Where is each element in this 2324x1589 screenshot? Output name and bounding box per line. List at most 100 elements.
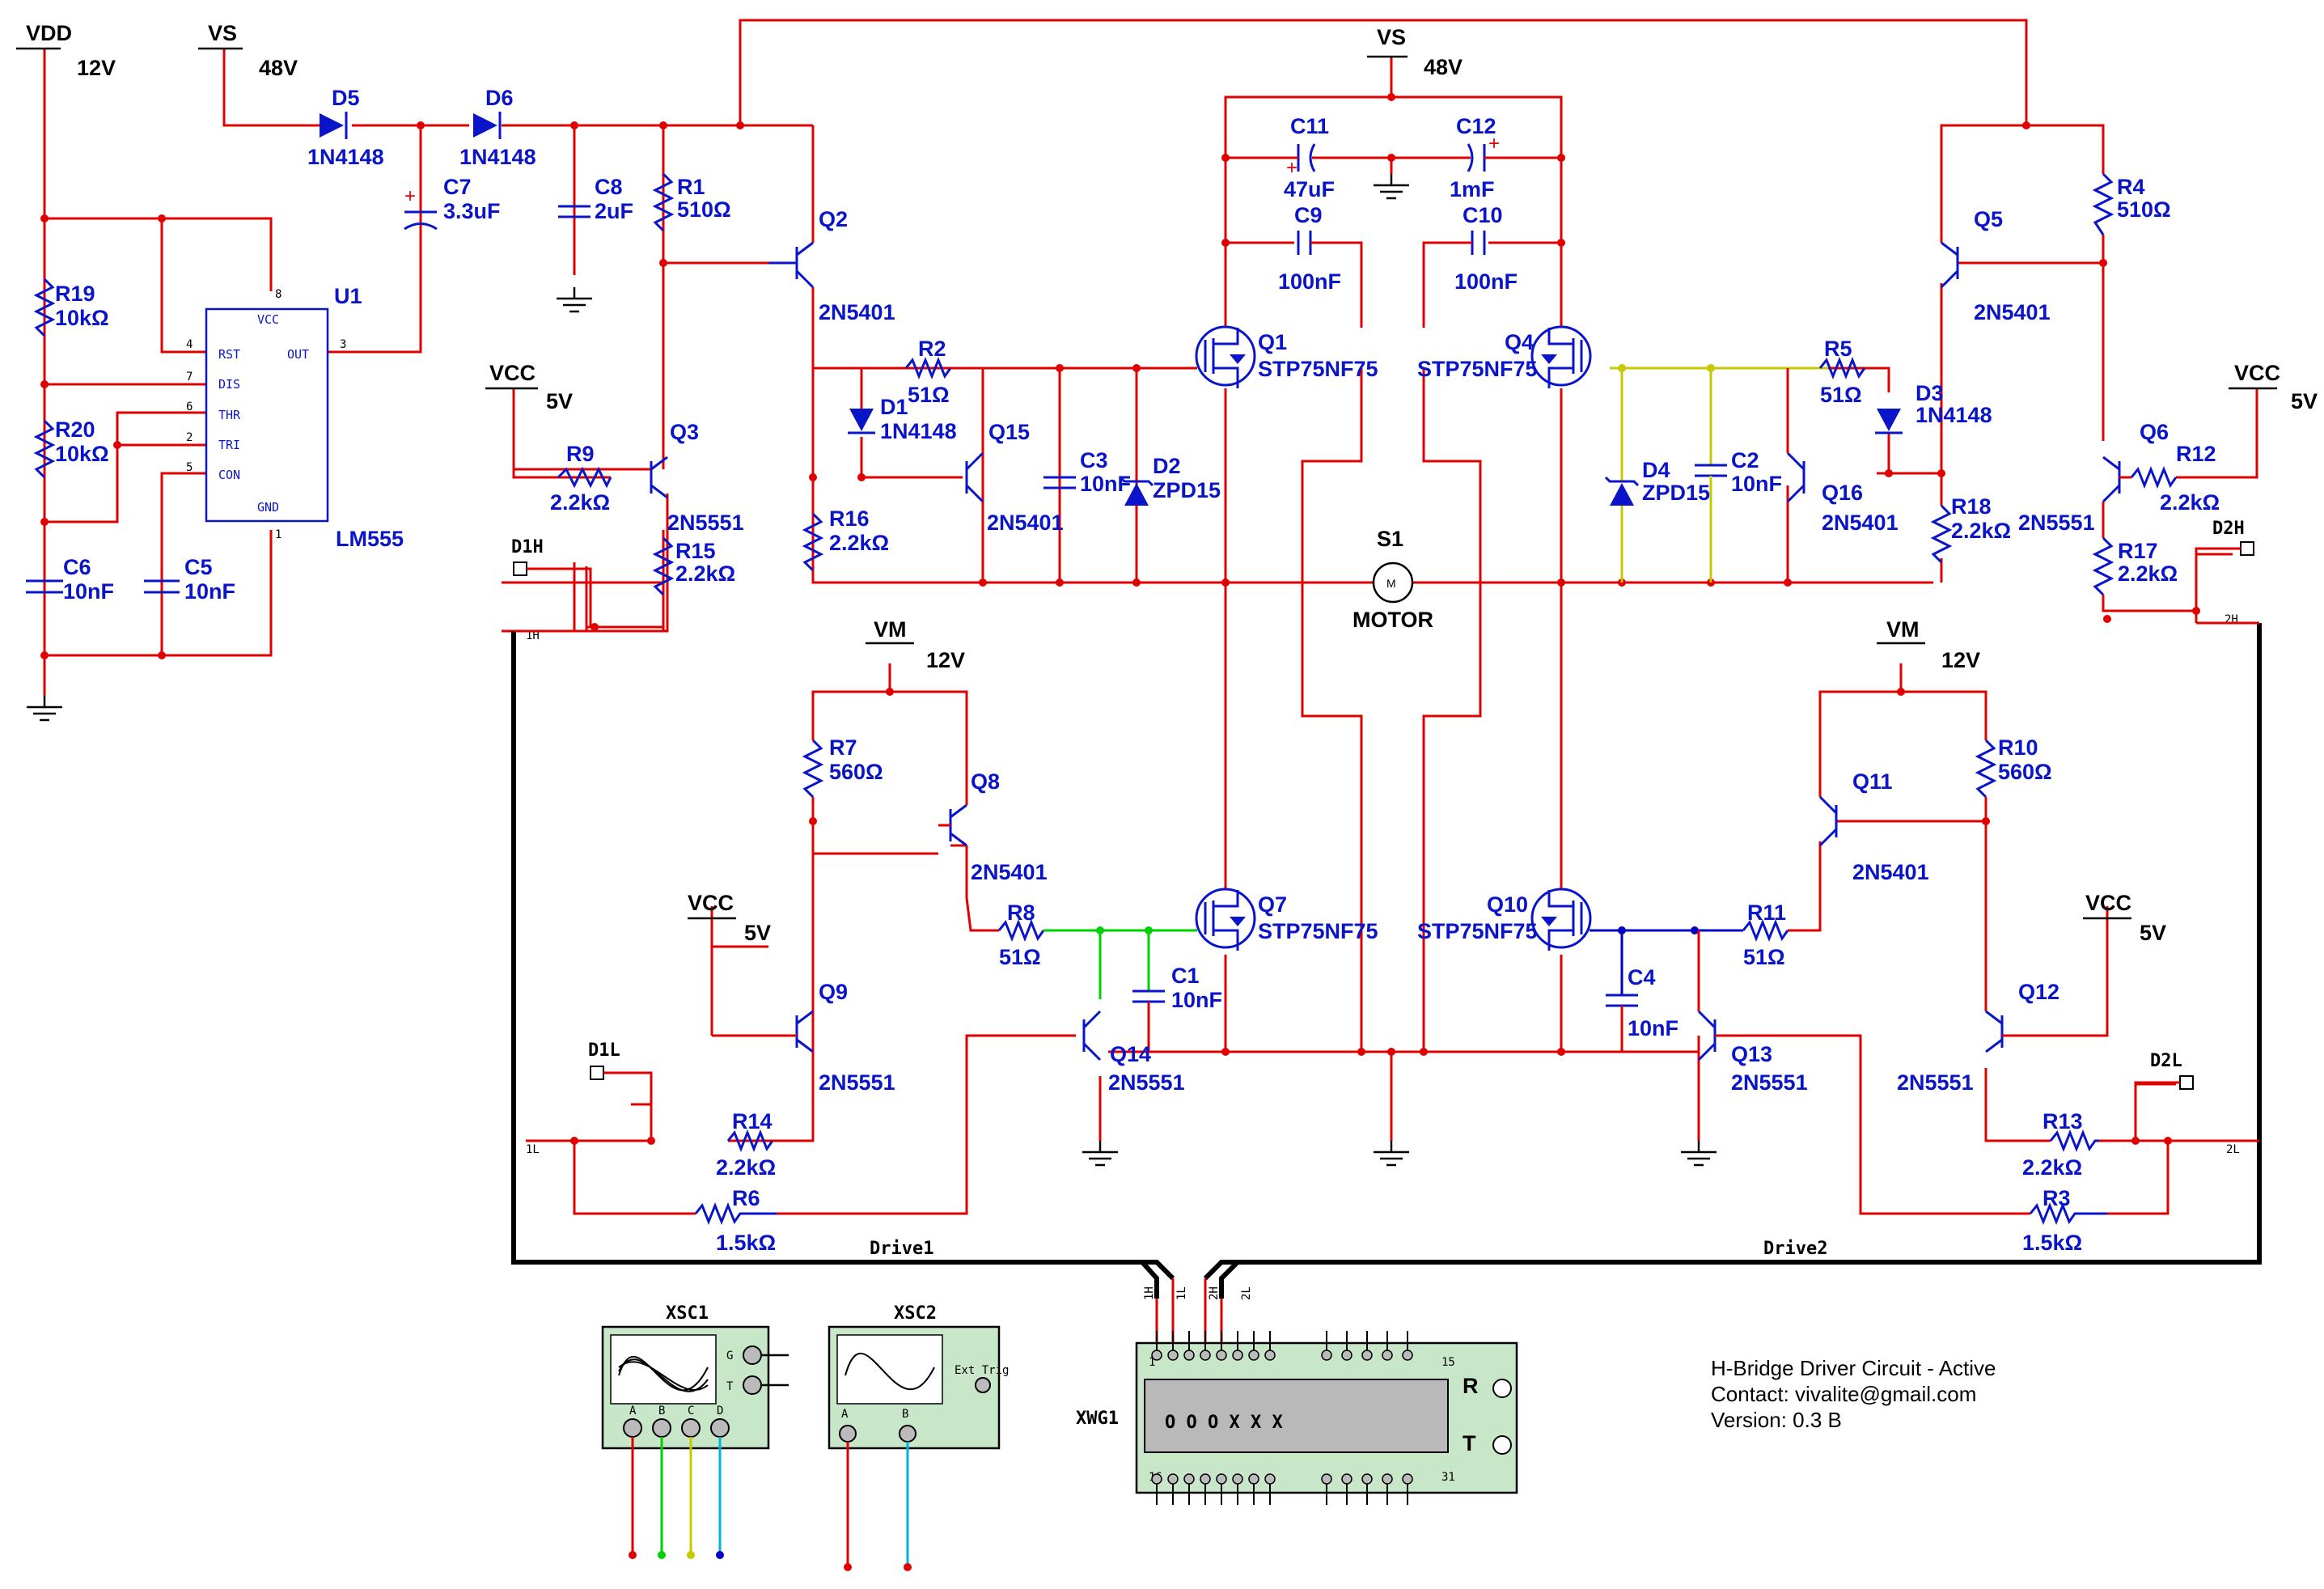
svg-text:LM555: LM555 bbox=[336, 527, 404, 551]
svg-text:Q7: Q7 bbox=[1258, 892, 1287, 917]
capacitor-c10: C10 100nF bbox=[1454, 203, 1518, 294]
svg-text:2N5401: 2N5401 bbox=[819, 300, 895, 324]
wire-network bbox=[43, 19, 2258, 1215]
vs-left-label: VS bbox=[208, 21, 237, 45]
vm-left-label: VM bbox=[874, 617, 907, 642]
resistor-r1: R1 510Ω bbox=[652, 172, 731, 232]
capacitor-c6: C6 10nF bbox=[26, 555, 114, 604]
svg-text:2.2kΩ: 2.2kΩ bbox=[675, 561, 735, 586]
svg-text:R19: R19 bbox=[55, 282, 95, 306]
resistor-r15: R15 2.2kΩ bbox=[652, 536, 735, 596]
xsc1-name: XSC1 bbox=[666, 1303, 709, 1324]
svg-text:1.5kΩ: 1.5kΩ bbox=[716, 1231, 776, 1255]
resistor-r12: R12 2.2kΩ bbox=[2130, 442, 2220, 515]
mosfet-q4: Q4 STP75NF75 bbox=[1417, 325, 1592, 388]
wg-name: XWG1 bbox=[1076, 1409, 1119, 1429]
svg-text:2.2kΩ: 2.2kΩ bbox=[1951, 519, 2011, 543]
svg-text:Q5: Q5 bbox=[1974, 207, 2003, 231]
svg-text:C3: C3 bbox=[1080, 448, 1108, 472]
wg-pin-rows bbox=[1151, 1331, 1413, 1505]
svg-text:2uF: 2uF bbox=[595, 199, 633, 223]
resistor-r4: R4 510Ω bbox=[2092, 172, 2171, 235]
connector-d1h[interactable]: D1H bbox=[511, 537, 544, 576]
bus-labels: 1H 1L 2H 2L Drive1 Drive2 bbox=[526, 613, 2240, 1259]
capacitor-c9: C9 100nF bbox=[1278, 203, 1341, 294]
transistor-q11: Q11 2N5401 bbox=[1818, 769, 1929, 884]
svg-text:51Ω: 51Ω bbox=[1820, 383, 1862, 407]
vcc-a-label: VCC bbox=[489, 361, 535, 385]
svg-text:RST: RST bbox=[218, 347, 240, 362]
svg-text:D1H: D1H bbox=[511, 537, 544, 557]
svg-text:M: M bbox=[1386, 577, 1396, 590]
svg-text:510Ω: 510Ω bbox=[677, 197, 731, 222]
svg-text:B: B bbox=[902, 1408, 908, 1421]
transistor-q3: Q3 2N5551 bbox=[650, 420, 744, 535]
wg-t-terminal[interactable] bbox=[1492, 1435, 1512, 1455]
transistor-q9: Q9 2N5551 bbox=[795, 980, 895, 1095]
vcc-c-value: 5V bbox=[744, 921, 771, 945]
svg-text:Q4: Q4 bbox=[1505, 330, 1534, 354]
capacitor-c5: C5 10nF bbox=[144, 555, 235, 604]
svg-text:Q13: Q13 bbox=[1731, 1042, 1772, 1066]
drive2-label: Drive2 bbox=[1763, 1239, 1827, 1259]
oscilloscope-xsc2[interactable]: XSC2 Ext Trig A B bbox=[828, 1303, 1009, 1571]
svg-text:D2H: D2H bbox=[2212, 519, 2245, 539]
wg-pin bbox=[1382, 1473, 1393, 1485]
svg-text:D6: D6 bbox=[485, 86, 514, 110]
wg-pin bbox=[1151, 1473, 1162, 1485]
svg-text:10nF: 10nF bbox=[1171, 988, 1222, 1012]
svg-text:510Ω: 510Ω bbox=[2117, 197, 2171, 222]
svg-text:Q1: Q1 bbox=[1258, 330, 1287, 354]
svg-text:D1L: D1L bbox=[588, 1040, 620, 1061]
vm-right-value: 12V bbox=[1941, 648, 1980, 672]
diode-d5: D5 1N4148 bbox=[307, 86, 384, 169]
svg-text:+: + bbox=[1488, 133, 1500, 155]
svg-text:31: 31 bbox=[1441, 1471, 1455, 1484]
svg-text:1H: 1H bbox=[526, 629, 540, 642]
diode-d6: D6 1N4148 bbox=[459, 86, 536, 169]
svg-text:10nF: 10nF bbox=[63, 579, 114, 604]
word-generator-xwg1[interactable]: 1H 1L 2H 2L O O O X X X 1 15 16 31 R T X… bbox=[1076, 1278, 1518, 1494]
wg-pin bbox=[1248, 1350, 1259, 1361]
svg-text:51Ω: 51Ω bbox=[999, 945, 1041, 969]
resistor-r7: R7 560Ω bbox=[802, 735, 883, 799]
oscilloscope-xsc1[interactable]: XSC1 G T A B C D bbox=[601, 1303, 789, 1559]
wg-pin bbox=[1183, 1473, 1195, 1485]
svg-text:MOTOR: MOTOR bbox=[1352, 608, 1433, 632]
wg-r-terminal[interactable] bbox=[1492, 1379, 1512, 1398]
zener-d4: D4 ZPD15 bbox=[1604, 458, 1710, 506]
svg-text:R7: R7 bbox=[829, 735, 857, 760]
vm-right-label: VM bbox=[1886, 617, 1920, 642]
svg-text:10kΩ: 10kΩ bbox=[55, 442, 109, 466]
svg-text:2.2kΩ: 2.2kΩ bbox=[829, 531, 889, 555]
ground-icon bbox=[1679, 1139, 1718, 1167]
svg-text:Q11: Q11 bbox=[1852, 769, 1893, 794]
wg-pin bbox=[1341, 1350, 1352, 1361]
svg-text:Q6: Q6 bbox=[2140, 420, 2169, 444]
vdd-label: VDD bbox=[26, 21, 72, 45]
resistor-r19: R19 10kΩ bbox=[33, 278, 109, 337]
svg-text:R5: R5 bbox=[1824, 337, 1852, 361]
ground-icon bbox=[1372, 172, 1411, 200]
vcc-b-label: VCC bbox=[2234, 361, 2280, 385]
wg-pin bbox=[1361, 1350, 1373, 1361]
mosfet-q10: Q10 STP75NF75 bbox=[1417, 888, 1592, 951]
svg-text:D2L: D2L bbox=[2150, 1051, 2182, 1071]
svg-text:STP75NF75: STP75NF75 bbox=[1417, 357, 1538, 381]
wg-pin bbox=[1264, 1350, 1276, 1361]
svg-text:10kΩ: 10kΩ bbox=[55, 306, 109, 330]
svg-text:2N5401: 2N5401 bbox=[987, 511, 1064, 535]
motor-s1: M S1 MOTOR bbox=[1352, 527, 1433, 632]
svg-text:C12: C12 bbox=[1456, 114, 1496, 138]
svg-text:G: G bbox=[726, 1350, 733, 1362]
resistor-r10: R10 560Ω bbox=[1975, 735, 2052, 799]
svg-text:R11: R11 bbox=[1747, 900, 1786, 925]
mosfet-q1: Q1 STP75NF75 bbox=[1195, 325, 1378, 388]
svg-text:C8: C8 bbox=[595, 175, 623, 199]
svg-text:+: + bbox=[404, 185, 416, 207]
wg-pin bbox=[1321, 1350, 1332, 1361]
svg-text:TRI: TRI bbox=[218, 438, 240, 452]
svg-text:2N5551: 2N5551 bbox=[1731, 1070, 1808, 1095]
vm-left-value: 12V bbox=[926, 648, 965, 672]
svg-text:560Ω: 560Ω bbox=[829, 760, 883, 784]
